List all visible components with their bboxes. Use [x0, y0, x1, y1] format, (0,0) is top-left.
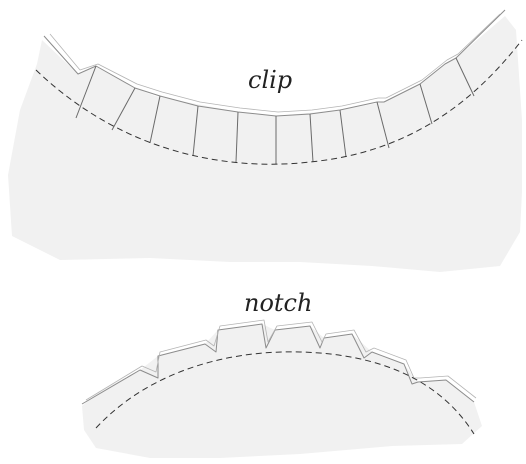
- clip-cut: [455, 57, 475, 97]
- clip-cut: [235, 111, 239, 163]
- notch-raw-edge: [81, 323, 475, 405]
- clip-cut: [376, 101, 390, 149]
- notch-figure: notch: [81, 289, 482, 458]
- notch-raw-edge-shadow: [85, 319, 477, 401]
- clip-fabric-piece: [8, 16, 522, 272]
- clip-cut: [192, 105, 199, 157]
- clip-figure: clip: [8, 9, 523, 272]
- clip-cut: [419, 83, 433, 125]
- notch-fabric-piece: [82, 324, 482, 458]
- notch-seam-line: [95, 351, 475, 435]
- clip-label: clip: [248, 66, 292, 94]
- clip-raw-edge-shadow: [49, 13, 501, 113]
- notch-label: notch: [244, 289, 312, 317]
- clip-seam-line: [35, 39, 523, 165]
- clip-cut: [339, 109, 347, 158]
- clip-cut: [111, 87, 136, 131]
- clip-cut: [149, 95, 161, 144]
- clip-cut: [309, 113, 314, 163]
- clip-raw-edge: [43, 9, 506, 117]
- clip-cut: [75, 65, 97, 119]
